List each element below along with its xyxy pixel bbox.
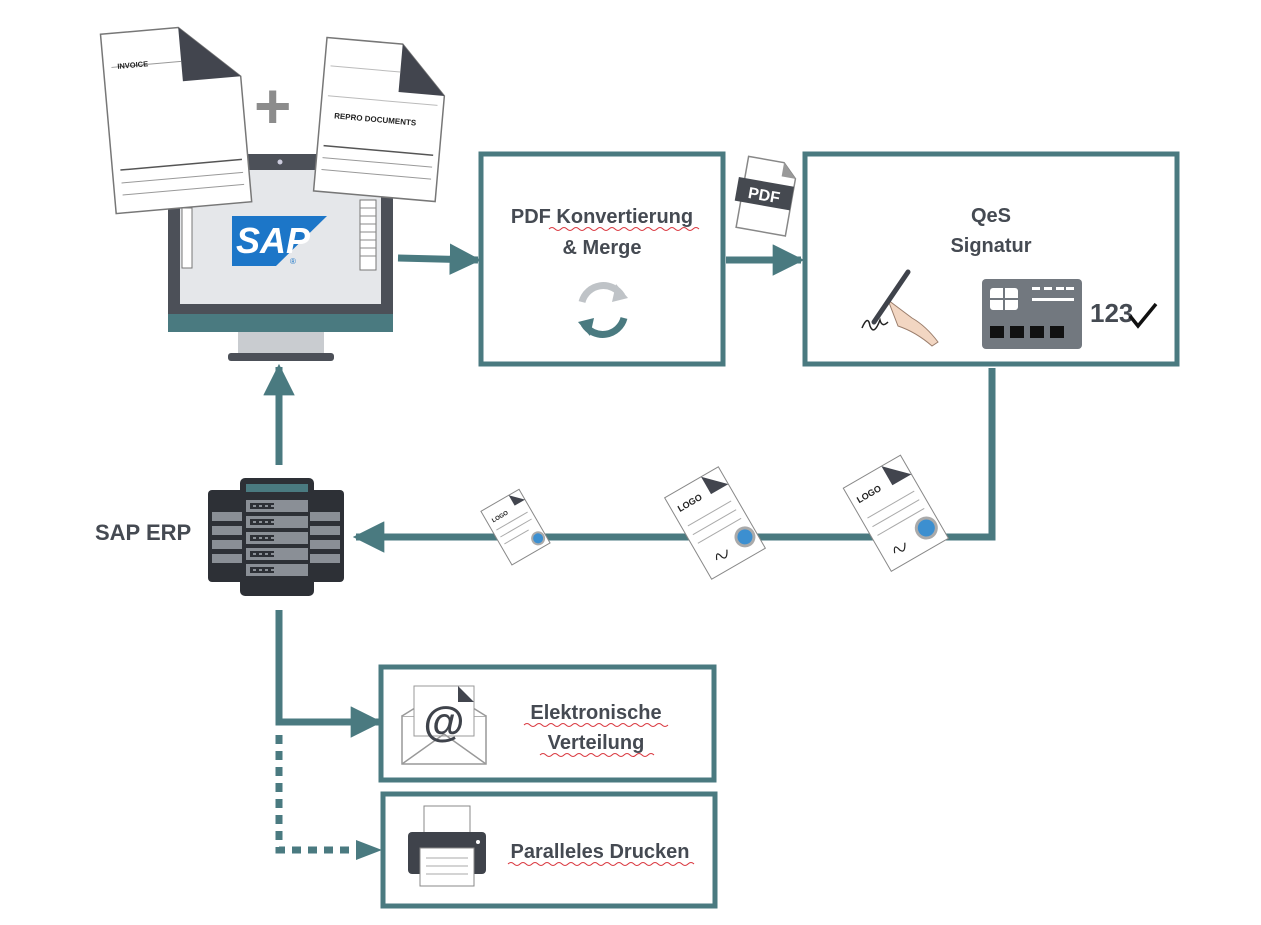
pdf-box-title-line1: PDF Konvertierung bbox=[511, 206, 693, 228]
electronic-distribution-box: @ Elektronische Verteilung bbox=[378, 664, 717, 783]
screen-list-icon bbox=[181, 199, 377, 271]
refresh-icon bbox=[578, 282, 628, 338]
check-icon bbox=[1128, 302, 1158, 329]
plus-sign: + bbox=[254, 70, 291, 142]
arrow-erp-to-distribution bbox=[275, 610, 383, 738]
monitor: SAP ® bbox=[168, 154, 393, 361]
qes-title-line2: Signatur bbox=[950, 235, 1031, 257]
invoice-document: INVOICE bbox=[99, 26, 253, 215]
sap-logo: SAP ® bbox=[232, 216, 327, 266]
signing-hand-icon bbox=[861, 269, 939, 347]
sap-logo-text: SAP bbox=[236, 220, 311, 261]
pdf-file-icon: PDF bbox=[734, 155, 797, 237]
signed-doc-large: LOGO bbox=[842, 454, 950, 572]
qes-title-line1: QeS bbox=[971, 205, 1011, 227]
distribution-title-line1: Elektronische bbox=[530, 702, 661, 724]
signed-doc-medium: LOGO bbox=[663, 466, 767, 580]
server-icon bbox=[208, 478, 344, 596]
smartcard-icon bbox=[982, 279, 1082, 349]
signed-doc-small: LOGO bbox=[480, 488, 551, 566]
parallel-printing-box: Paralleles Drucken bbox=[380, 791, 718, 909]
arrow-sap-to-pdf bbox=[397, 243, 482, 276]
printing-title: Paralleles Drucken bbox=[511, 841, 690, 863]
pin-counter: 123 bbox=[1090, 298, 1133, 328]
pdf-icon-text: PDF bbox=[747, 185, 782, 207]
pdf-box-title-line2: & Merge bbox=[563, 237, 642, 259]
email-envelope-icon: @ bbox=[401, 685, 487, 765]
qes-signature-box: QeS Signatur 123 bbox=[802, 151, 1180, 367]
repro-document: REPRO DOCUMENTS bbox=[312, 36, 446, 203]
at-symbol: @ bbox=[424, 698, 465, 745]
printer-icon bbox=[408, 805, 486, 887]
invoice-label: INVOICE bbox=[117, 59, 149, 71]
distribution-title-line2: Verteilung bbox=[548, 732, 645, 754]
connectors bbox=[263, 243, 996, 860]
sap-logo-mark: ® bbox=[290, 257, 296, 266]
arrow-qes-return bbox=[352, 368, 996, 553]
sap-erp-label: SAP ERP bbox=[95, 520, 191, 545]
pdf-conversion-box: PDF Konvertierung & Merge bbox=[478, 151, 726, 367]
print-arrowhead bbox=[356, 840, 382, 860]
arrow-erp-to-print bbox=[275, 735, 354, 854]
